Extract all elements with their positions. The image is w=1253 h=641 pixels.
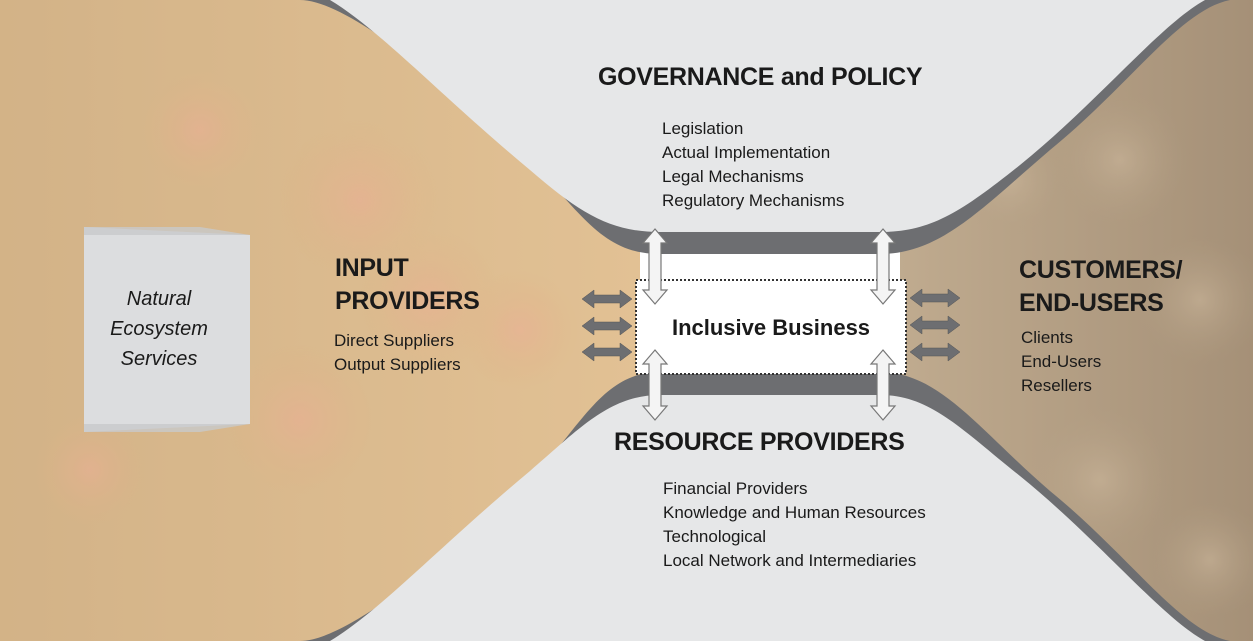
customers-list: Clients End-Users Resellers bbox=[1021, 326, 1101, 398]
customer-item: Clients bbox=[1021, 328, 1073, 347]
bidirectional-arrow-icon bbox=[909, 342, 961, 362]
governance-panel bbox=[330, 0, 1205, 232]
customers-title: CUSTOMERS/ END-USERS bbox=[1019, 254, 1183, 320]
vertical-bidirectional-arrow-icon bbox=[869, 228, 897, 305]
customers-title-line1: CUSTOMERS/ bbox=[1019, 256, 1183, 284]
bidirectional-arrow-icon bbox=[909, 315, 961, 335]
natural-line-3: Services bbox=[120, 348, 198, 370]
bidirectional-arrow-icon bbox=[581, 289, 633, 309]
customer-item: End-Users bbox=[1021, 352, 1102, 371]
input-providers-title-line1: INPUT bbox=[335, 254, 409, 282]
vertical-bidirectional-arrow-icon bbox=[641, 228, 669, 305]
input-providers-title: INPUT PROVIDERS bbox=[335, 252, 480, 318]
natural-ecosystem-services-label: Natural Ecosystem Services bbox=[84, 284, 234, 374]
natural-ecosystem-card bbox=[84, 227, 250, 432]
input-provider-item: Direct Suppliers bbox=[334, 331, 454, 350]
bidirectional-arrow-icon bbox=[581, 316, 633, 336]
resource-provider-item: Local Network and Intermediaries bbox=[663, 551, 917, 570]
inclusive-business-label: Inclusive Business bbox=[671, 315, 871, 340]
inclusive-business-box bbox=[635, 279, 907, 375]
customers-title-line2: END-USERS bbox=[1019, 289, 1164, 317]
customer-item: Resellers bbox=[1021, 376, 1092, 395]
resource-panel bbox=[330, 395, 1205, 641]
resource-provider-item: Financial Providers bbox=[663, 479, 808, 498]
input-provider-item: Output Suppliers bbox=[334, 355, 461, 374]
bidirectional-arrow-icon bbox=[581, 342, 633, 362]
governance-title: GOVERNANCE and POLICY bbox=[598, 63, 923, 91]
governance-item: Regulatory Mechanisms bbox=[662, 191, 845, 210]
natural-line-2: Ecosystem bbox=[110, 318, 208, 340]
governance-list: Legislation Actual Implementation Legal … bbox=[662, 117, 844, 213]
bidirectional-arrow-icon bbox=[909, 288, 961, 308]
resource-provider-item: Knowledge and Human Resources bbox=[663, 503, 926, 522]
governance-item: Legislation bbox=[662, 119, 744, 138]
resource-provider-item: Technological bbox=[663, 527, 767, 546]
vertical-bidirectional-arrow-icon bbox=[869, 349, 897, 421]
resource-providers-list: Financial Providers Knowledge and Human … bbox=[663, 477, 926, 573]
natural-line-1: Natural bbox=[126, 288, 192, 310]
governance-item: Actual Implementation bbox=[662, 143, 831, 162]
vertical-bidirectional-arrow-icon bbox=[641, 349, 669, 421]
input-providers-list: Direct Suppliers Output Suppliers bbox=[334, 329, 461, 377]
input-providers-title-line2: PROVIDERS bbox=[335, 287, 480, 315]
resource-providers-title: RESOURCE PROVIDERS bbox=[614, 428, 905, 456]
governance-item: Legal Mechanisms bbox=[662, 167, 804, 186]
